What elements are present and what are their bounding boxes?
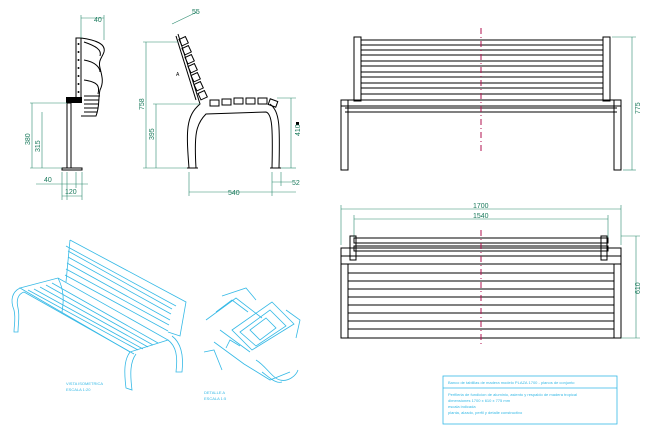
front-dim-height: 775 (635, 102, 642, 114)
section-dim-height-total: 758 (139, 98, 146, 110)
iso-caption-line1: VISTA ISOMETRICA (66, 381, 103, 386)
side-dim-top: 40 (94, 17, 102, 24)
side-dim-bottom-b: 120 (65, 189, 77, 196)
section-dim-bottom-depth: 540 (228, 190, 240, 197)
title-line-2: Perfileria de fundicion de aluminio, asi… (448, 392, 577, 397)
detail-caption-line1: DETALLE A (204, 390, 225, 395)
section-dim-bottom-right: 52 (292, 180, 300, 187)
side-dim-left-inner: 315 (35, 140, 42, 152)
plan-dim-total: 1700 (473, 203, 489, 210)
section-dim-top-angle: 55 (192, 9, 200, 16)
detail-caption-line2: ESCALA 1:5 (204, 396, 227, 401)
side-view: 40 380 315 40 120 (25, 15, 105, 200)
plan-view: 1700 1540 610 (340, 203, 642, 345)
section-view: A 55 758 395 410 540 52 (139, 9, 302, 197)
title-line-4: escala indicada (448, 404, 476, 409)
title-line-5: planta, alzado, perfil y detalle constru… (448, 410, 523, 415)
title-line-3: dimensiones 1700 x 610 x 775 mm (448, 398, 511, 403)
title-block: Banco de tablillas de madera modelo PLAZ… (442, 375, 618, 425)
section-dim-right: 410 (295, 124, 302, 136)
iso-view: VISTA ISOMETRICA ESCALA 1:20 (11, 239, 187, 392)
iso-caption-line2: ESCALA 1:20 (66, 387, 91, 392)
plan-dim-inner: 1540 (473, 213, 489, 220)
section-dim-height-seat: 395 (149, 128, 156, 140)
side-dim-bottom-a: 40 (44, 177, 52, 184)
detail-view: DETALLE A ESCALA 1:5 (203, 287, 301, 401)
plan-dim-depth: 610 (635, 282, 642, 294)
front-view: 775 (340, 28, 642, 171)
side-dim-left-outer: 380 (25, 133, 32, 145)
title-line-1: Banco de tablillas de madera modelo PLAZ… (448, 380, 575, 385)
section-label-a: A (176, 72, 180, 78)
